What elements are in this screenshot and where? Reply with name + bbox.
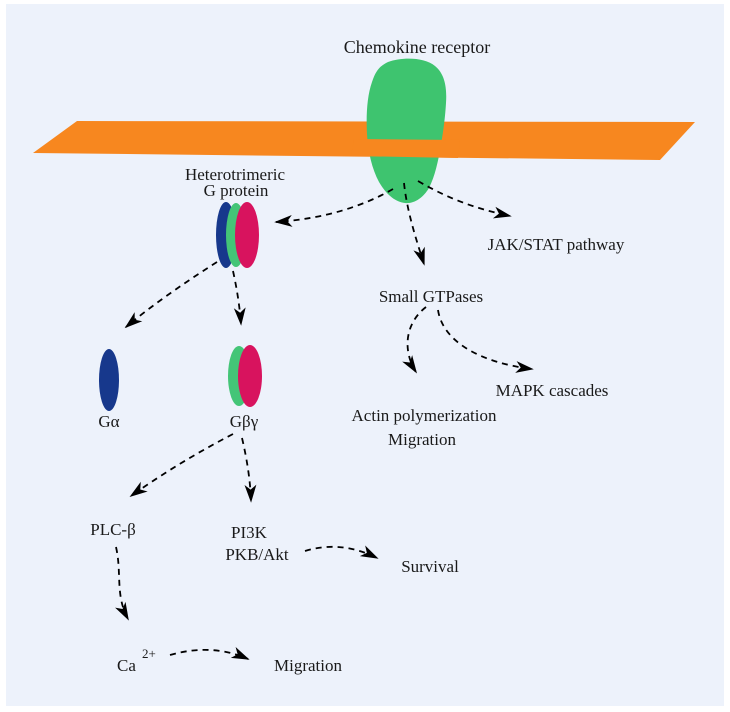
g-alpha-subunit-shape (99, 349, 119, 411)
calcium-superscript: 2+ (142, 646, 156, 661)
survival-label: Survival (401, 557, 459, 576)
gprotein-label-line1: Heterotrimeric (185, 165, 286, 184)
plc-beta-label: PLC-β (90, 520, 136, 539)
g-beta-gamma-label: Gβγ (230, 412, 259, 431)
arrow-gtpases-to-mapk (437, 309, 534, 373)
mapk-cascades-label: MAPK cascades (496, 381, 609, 400)
arrow-receptor-to-jakstat (417, 180, 512, 219)
migration-outcome-label: Migration (274, 656, 342, 675)
arrow-calcium-to-migration (169, 646, 250, 660)
chemokine-receptor-label: Chemokine receptor (344, 37, 490, 57)
trimer-gamma-ellipse (235, 202, 259, 268)
arrow-pkbakt-to-survival (304, 545, 379, 559)
arrow-plcbeta-to-calcium (115, 546, 129, 621)
arrow-gtpases-to-actin (402, 306, 427, 374)
chemokine-receptor-shape (366, 58, 447, 204)
actin-migration-label: Migration (388, 430, 456, 449)
arrow-gbetagamma-to-plcbeta (129, 433, 234, 498)
calcium-label: Ca (117, 656, 136, 675)
arrow-receptor-to-gprotein (274, 188, 394, 227)
membrane-front-strip (351, 139, 460, 158)
pkb-akt-label: PKB/Akt (225, 545, 289, 564)
gprotein-label-line2: G protein (204, 181, 269, 200)
jak-stat-pathway-label: JAK/STAT pathway (488, 235, 625, 254)
g-alpha-label: Gα (98, 412, 119, 431)
arrow-trimer-to-galpha (124, 261, 218, 329)
g-gamma-subunit-shape (238, 345, 262, 407)
actin-polymerization-label: Actin polymerization (352, 406, 497, 425)
arrow-trimer-to-gbetagamma (232, 270, 246, 326)
small-gtpases-label: Small GTPases (379, 287, 483, 306)
arrow-gbetagamma-to-pi3k (241, 437, 257, 503)
pi3k-label: PI3K (231, 523, 268, 542)
figure-background (6, 4, 724, 706)
